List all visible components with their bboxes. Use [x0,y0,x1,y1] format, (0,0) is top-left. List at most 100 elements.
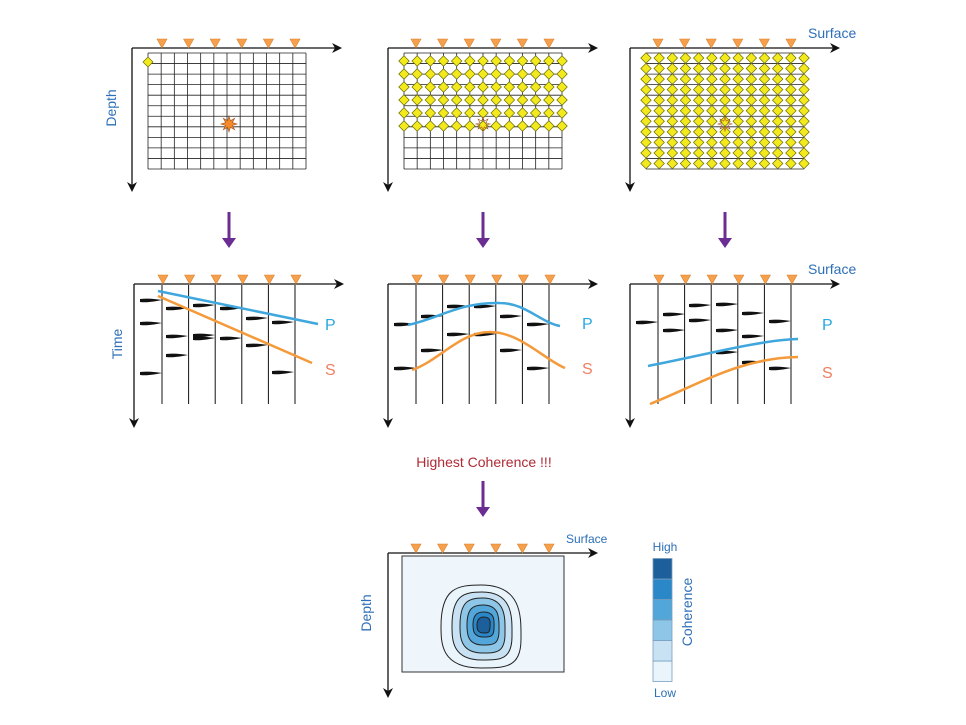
grid-point-diamond-icon [798,83,810,96]
receiver-triangle-icon [516,543,528,554]
grid-point-diamond-icon [745,52,758,64]
seismic-wavelet [140,321,162,326]
seismic-wavelet [716,302,738,307]
receiver-triangle-icon [157,274,169,285]
grid-point-diamond-icon [745,126,758,138]
receiver-triangle-icon [290,274,302,285]
colorbar-high-label: High [653,540,678,554]
grid-point-diamond-icon [556,55,568,67]
grid-point-diamond-icon [692,94,705,106]
grid-point-diamond-icon [464,120,476,132]
grid-point-diamond-icon [692,126,705,138]
coherence-contour [476,616,491,634]
grid-point-diamond-icon [679,52,692,64]
receiver-triangle-icon [438,274,450,285]
p-label-1: P [325,317,336,334]
grid-point-diamond-icon [398,81,410,93]
grid-point-diamond-icon [142,56,154,68]
receiver-triangle-icon [463,543,475,554]
p-wave-moveout-curve [407,301,561,328]
grid-point-diamond-icon [719,52,731,64]
grid-point-diamond-icon [490,81,502,93]
colorbar-low-label: Low [654,686,676,700]
grid-point-diamond-icon [424,68,437,80]
grid-point-diamond-icon [477,94,489,106]
grid-point-diamond-icon [516,107,529,119]
receiver-triangle-icon [490,38,502,49]
surface-label-middle: Surface [808,261,856,277]
grid-point-diamond-icon [640,52,652,64]
seismic-wavelet [742,334,764,339]
seismic-wavelet [394,366,416,371]
grid-point-diamond-icon [666,83,679,96]
grid-point-diamond-icon [732,105,744,117]
grid-point-diamond-icon [477,55,489,67]
time-panel-2 [383,274,598,428]
grid-point-diamond-icon [477,68,489,80]
seismic-wavelet [500,348,522,353]
grid-point-diamond-icon [450,94,463,106]
grid-point-diamond-icon [679,157,692,170]
grid-point-diamond-icon [719,136,731,149]
grid-point-diamond-icon [464,94,476,106]
grid-point-diamond-icon [732,62,744,75]
grid-point-diamond-icon [758,83,771,96]
grid-point-diamond-icon [556,107,568,119]
receiver-triangle-icon [785,38,797,49]
grid-point-diamond-icon [679,73,692,85]
grid-point-diamond-icon [424,107,437,119]
seismic-wavelet [500,314,522,319]
grid-point-diamond-icon [798,115,810,127]
grid-point-diamond-icon [706,157,718,170]
grid-point-diamond-icon [411,68,423,80]
grid-point-diamond-icon [679,62,692,75]
receiver-triangle-icon [758,38,770,49]
grid-point-diamond-icon [692,157,705,170]
grid-point-diamond-icon [798,52,810,64]
grid-point-diamond-icon [503,81,516,93]
p-label-3: P [822,317,833,334]
receiver-triangle-icon [543,38,555,49]
seismic-wavelet [716,328,738,333]
grid-point-diamond-icon [653,73,665,85]
grid-point-diamond-icon [437,81,450,93]
grid-point-diamond-icon [692,83,705,96]
grid-point-diamond-icon [424,81,437,93]
grid-point-diamond-icon [450,107,463,119]
receiver-triangle-icon [236,38,248,49]
receiver-triangle-icon [680,274,692,285]
grid-point-diamond-icon [772,105,784,117]
colorbar-swatch [652,558,673,580]
s-wave-moveout-curve [649,355,799,406]
grid-point-diamond-icon [437,107,450,119]
grid-point-diamond-icon [798,62,810,75]
flow-arrow-bottom [476,481,490,517]
depth-grid-panel-1 [127,38,342,192]
grid-point-diamond-icon [798,94,810,106]
grid-point-diamond-icon [745,147,758,159]
grid-point-diamond-icon [398,120,410,132]
grid-point-diamond-icon [745,62,758,75]
grid-point-diamond-icon [692,147,705,159]
grid-point-diamond-icon [450,55,463,67]
grid-point-diamond-icon [719,62,731,75]
grid-point-diamond-icon [679,126,692,138]
grid-point-diamond-icon [490,120,502,132]
receiver-triangle-icon [262,38,274,49]
receiver-triangle-icon [706,274,718,285]
grid-point-diamond-icon [653,94,665,106]
grid-point-diamond-icon [398,55,410,67]
down-arrow-icon [476,507,490,517]
grid-point-diamond-icon [450,120,463,132]
receiver-triangle-icon [679,38,691,49]
receiver-triangle-icon [733,274,745,285]
grid-point-diamond-icon [411,55,423,67]
grid-point-diamond-icon [772,62,784,75]
receiver-triangle-icon [463,38,475,49]
surface-label-bottom: Surface [566,532,608,546]
grid-point-diamond-icon [653,126,665,138]
seismic-wavelet [246,316,268,321]
grid-point-diamond-icon [732,52,744,64]
grid-point-diamond-icon [706,83,718,96]
